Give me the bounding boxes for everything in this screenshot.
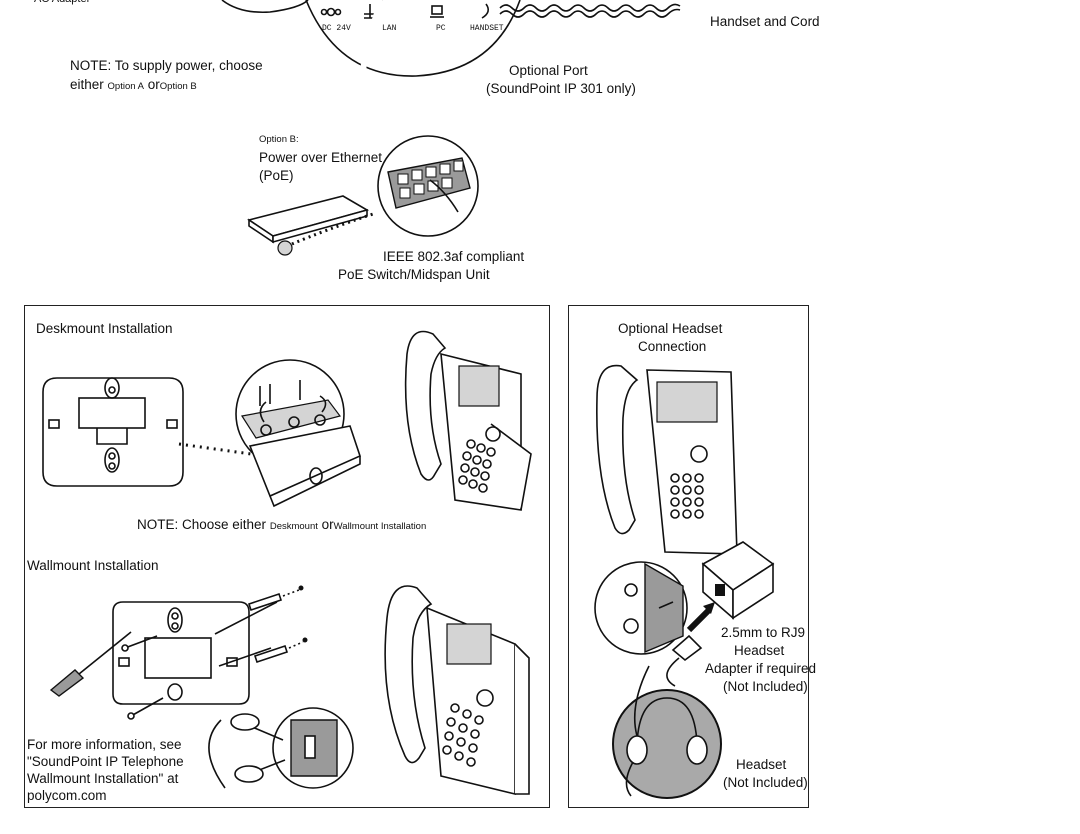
switch-line1: IEEE 802.3af compliant xyxy=(383,249,525,264)
screws-illustration xyxy=(121,635,164,720)
optional-port-line2: (SoundPoint IP 301 only) xyxy=(486,81,636,96)
headset-panel-title-line2: Connection xyxy=(638,339,707,354)
more-info-link[interactable]: polycom.com xyxy=(27,788,107,803)
headset-illustration xyxy=(612,665,722,799)
adapter-line1: 2.5mm to RJ9 xyxy=(721,625,806,640)
more-info-line2: "SoundPoint IP Telephone xyxy=(27,754,184,769)
wall-anchors-illustration xyxy=(214,585,308,667)
handset-clip-zoom-illustration xyxy=(208,707,354,789)
port-pc-label: PC xyxy=(436,24,446,33)
screwdriver-icon xyxy=(49,631,132,697)
headset-label-line2: (Not Included) xyxy=(723,775,808,790)
pc-port-icon xyxy=(430,5,444,18)
ac-adapter-label: AC Adapter xyxy=(34,0,90,8)
poe-line2: (PoE) xyxy=(259,168,294,183)
power-note-line2: either Option A orOption B xyxy=(70,77,197,92)
more-info-line3: Wallmount Installation" at xyxy=(27,771,179,786)
more-info-line1: For more information, see xyxy=(27,737,182,752)
headset-jack-zoom-illustration xyxy=(594,561,688,655)
option-b-heading: Option B: xyxy=(259,134,299,145)
optional-port-line1: Optional Port xyxy=(509,63,588,78)
switch-line2: PoE Switch/Midspan Unit xyxy=(338,267,490,282)
wallmount-title: Wallmount Installation xyxy=(27,558,159,573)
wallmount-phone-illustration xyxy=(384,585,530,796)
headset-adapter-illustration xyxy=(701,541,775,620)
ac-adapter-illustration xyxy=(221,0,309,14)
poe-switch-zoom-illustration xyxy=(377,135,479,237)
headset-panel: Optional Headset Connection 2.5mm to RJ9… xyxy=(568,305,816,808)
adapter-line4: (Not Included) xyxy=(723,679,808,694)
port-dc-label: DC 24V xyxy=(322,24,351,33)
desk-choose-note: NOTE: Choose either Deskmount orWallmoun… xyxy=(137,517,427,532)
wallmount-plate-illustration xyxy=(112,601,250,705)
deskmount-title: Deskmount Installation xyxy=(36,321,173,336)
deskmount-base-illustration xyxy=(42,377,184,487)
coiled-cord-illustration xyxy=(499,3,681,18)
installation-panel: Deskmount Installation xyxy=(24,305,550,808)
handset-cord-label: Handset and Cord xyxy=(710,14,820,29)
poe-switch-box-illustration xyxy=(247,195,374,256)
note-wallmount-option: Wallmount Installation xyxy=(333,521,427,532)
option-b-label: Option B xyxy=(159,81,197,92)
rj9-plug-illustration xyxy=(666,602,715,687)
poe-line1: Power over Ethernet xyxy=(259,150,383,165)
handset-port-icon xyxy=(481,3,490,19)
headset-panel-phone-illustration xyxy=(596,364,738,555)
deskmount-zoom-leader xyxy=(178,442,252,456)
port-handset-label: HANDSET xyxy=(470,24,504,33)
dc-power-icon xyxy=(320,7,342,17)
deskmount-phone-illustration xyxy=(404,330,532,511)
power-note-line1: NOTE: To supply power, choose xyxy=(70,58,263,73)
option-a-label: Option A xyxy=(107,81,144,92)
deskmount-stand-illustration xyxy=(248,425,361,508)
adapter-line2: Headset xyxy=(734,643,785,658)
note-deskmount-option: Deskmount xyxy=(269,521,318,532)
port-lan-label: LAN xyxy=(382,24,397,33)
phone-ports-illustration xyxy=(305,0,521,77)
headset-label-line1: Headset xyxy=(736,757,787,772)
adapter-line3: Adapter if required xyxy=(705,661,817,676)
headset-panel-title-line1: Optional Headset xyxy=(618,321,723,336)
ethernet-cable xyxy=(358,0,398,161)
